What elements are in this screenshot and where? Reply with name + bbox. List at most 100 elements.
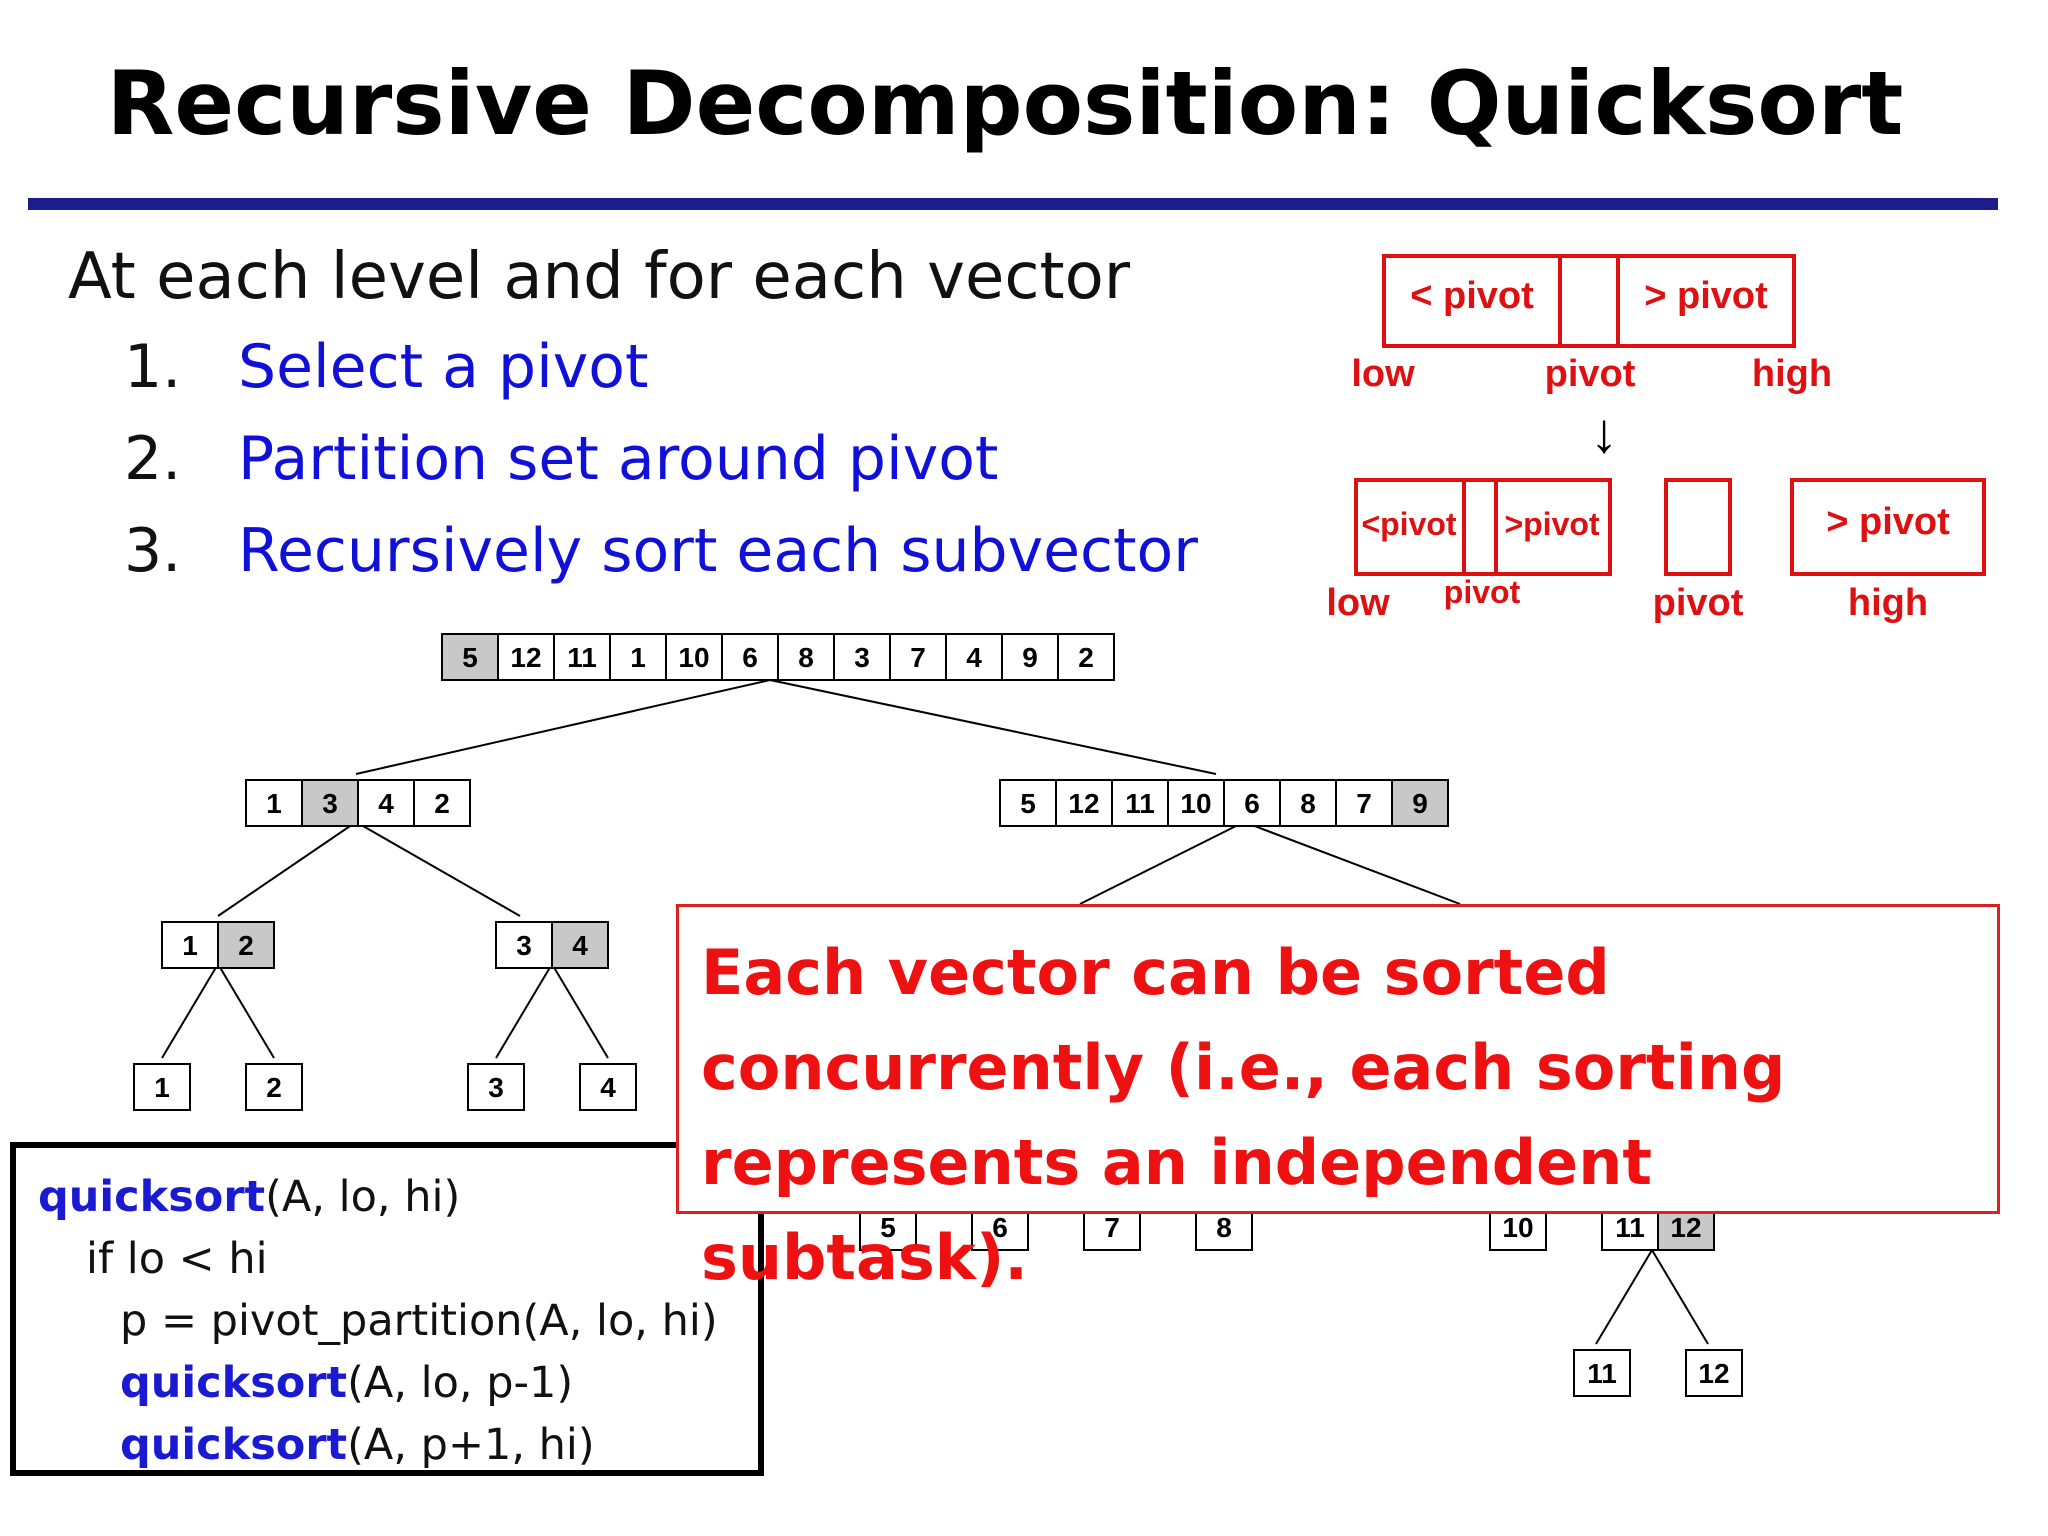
tree-edge <box>1651 1249 1709 1345</box>
root-array-cell <box>833 633 891 681</box>
leaf-cell <box>1573 1349 1631 1397</box>
step-1: 1. Select a pivot <box>124 332 649 402</box>
slide-title: Recursive Decomposition: Quicksort <box>106 52 1904 155</box>
legend-bottom-high-label: high <box>1848 582 1928 624</box>
leaf-cell <box>1685 1349 1743 1397</box>
step-1-number: 1. <box>124 332 182 402</box>
legend-top-left-label: < pivot <box>1410 275 1534 317</box>
code-line-4: quicksort(A, lo, p-1) <box>16 1352 758 1414</box>
right-subarray-value: 10 <box>1180 788 1211 819</box>
leaf-value: 6 <box>992 1212 1008 1243</box>
concurrency-callout: Each vector can be sorted concurrently (… <box>676 904 2000 1294</box>
right-subarray-value: 12 <box>1068 788 1099 819</box>
tree-edge <box>355 821 521 917</box>
tree-edge <box>1595 1249 1653 1345</box>
root-array-cell <box>1057 633 1115 681</box>
code-args: (A, lo, hi) <box>265 1172 461 1222</box>
tree-edge <box>551 963 609 1059</box>
legend-bottom-left-label: <pivot <box>1361 506 1456 542</box>
legend-pivot-label: pivot <box>1545 353 1636 395</box>
legend-bottom-box-pivot <box>1664 478 1732 576</box>
leaf-value: 4 <box>600 1072 616 1103</box>
right-subarray-value: 6 <box>1244 788 1260 819</box>
left-subarray-value: 2 <box>434 788 450 819</box>
right-right-subarray-value: 12 <box>1670 1212 1701 1243</box>
callout-line-3: represents an independent subtask). <box>701 1126 1653 1294</box>
leaf-cell <box>245 1063 303 1111</box>
tree-edge <box>161 963 219 1059</box>
legend-bottom-low-label: low <box>1326 582 1390 624</box>
legend-low-label: low <box>1351 353 1415 395</box>
right-subarray-cell <box>1167 779 1225 827</box>
root-array-cell <box>441 633 499 681</box>
right-subarray-value: 9 <box>1412 788 1428 819</box>
tree-edge <box>1243 821 1461 905</box>
right-subarray-cell <box>1111 779 1169 827</box>
leaf-value: 2 <box>266 1072 282 1103</box>
legend-top-right-label: > pivot <box>1644 275 1768 317</box>
callout-line-2: concurrently (i.e., each sorting <box>701 1031 1786 1104</box>
left-subarray-cell <box>301 779 359 827</box>
leaf-value: 1 <box>154 1072 170 1103</box>
root-array-value: 8 <box>798 642 814 673</box>
leaf-value: 3 <box>488 1072 504 1103</box>
tree-edge <box>217 821 357 917</box>
step-2-text: Partition set around pivot <box>238 424 999 494</box>
quicksort-code-box: quicksort (A, lo, hi) if lo < hi p = pivo… <box>10 1142 764 1476</box>
legend-bottom-box-right <box>1790 478 1986 576</box>
root-array-value: 9 <box>1022 642 1038 673</box>
code-args: (A, lo, p-1) <box>347 1358 574 1408</box>
step-3-text: Recursively sort each subvector <box>238 516 1198 586</box>
left-subarray-value: 4 <box>378 788 394 819</box>
code-line-2: if lo < hi <box>86 1234 268 1284</box>
right-subarray-cell <box>1335 779 1393 827</box>
legend-bottom-pivot-label-2: pivot <box>1653 582 1744 624</box>
partition-legend: < pivot > pivot low pivot high <pivot >p… <box>1326 254 1986 624</box>
root-array-cell <box>609 633 667 681</box>
root-array-value: 2 <box>1078 642 1094 673</box>
code-line-3: p = pivot_partition(A, lo, hi) <box>120 1296 718 1346</box>
legend-top-box <box>1382 254 1796 348</box>
legend-bottom-pivot-label-1: pivot <box>1444 574 1521 610</box>
right-subarray-value: 8 <box>1300 788 1316 819</box>
tree-edge <box>769 679 1217 775</box>
leaf-value: 7 <box>1104 1212 1120 1243</box>
down-arrow-icon: ↓ <box>1590 401 1618 464</box>
left-left-subarray-value: 1 <box>182 930 198 961</box>
leaf-value: 8 <box>1216 1212 1232 1243</box>
leaf-value: 10 <box>1502 1212 1533 1243</box>
right-subarray-value: 11 <box>1125 788 1155 819</box>
intro-text: At each level and for each vector <box>68 240 1131 314</box>
callout-line-1: Each vector can be sorted <box>701 936 1610 1009</box>
code-args: (A, p+1, hi) <box>347 1420 595 1470</box>
root-array-value: 6 <box>742 642 758 673</box>
leaf-cell <box>133 1063 191 1111</box>
left-right-subarray-cell <box>551 921 609 969</box>
code-function-name: quicksort <box>120 1358 348 1408</box>
leaf-cell <box>467 1063 525 1111</box>
right-subarray-cell <box>1391 779 1449 827</box>
left-subarray-value: 3 <box>322 788 338 819</box>
legend-bottom-mid-label: >pivot <box>1504 506 1599 542</box>
legend-bottom-box-left <box>1354 478 1612 576</box>
left-right-subarray-cell <box>495 921 553 969</box>
left-left-subarray-value: 2 <box>238 930 254 961</box>
tree-edge <box>217 963 275 1059</box>
tree-edge <box>355 679 771 775</box>
right-subarray-cell <box>999 779 1057 827</box>
root-array-value: 10 <box>678 642 709 673</box>
tree-edge <box>1079 821 1245 905</box>
root-array-value: 12 <box>510 642 541 673</box>
left-subarray-value: 1 <box>266 788 282 819</box>
root-array-value: 7 <box>910 642 926 673</box>
title-rule <box>28 198 1998 210</box>
step-1-text: Select a pivot <box>238 332 649 402</box>
right-subarray-value: 5 <box>1020 788 1036 819</box>
right-subarray-value: 7 <box>1356 788 1372 819</box>
legend-high-label: high <box>1752 353 1832 395</box>
left-right-subarray-value: 3 <box>516 930 532 961</box>
root-array-cell <box>1001 633 1059 681</box>
legend-bottom-right-label: > pivot <box>1826 501 1950 543</box>
root-array-cell <box>945 633 1003 681</box>
